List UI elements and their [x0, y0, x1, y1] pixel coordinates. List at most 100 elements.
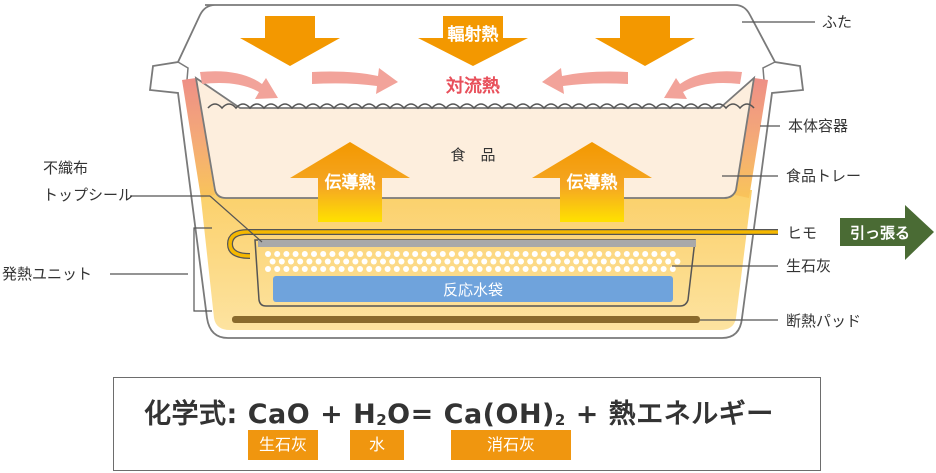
- top-seal-label: トップシール: [43, 186, 133, 204]
- quicklime-dot: [642, 251, 649, 257]
- quicklime-dot: [301, 266, 308, 272]
- quicklime-dot: [265, 251, 271, 257]
- quicklime-dot: [596, 251, 603, 257]
- quicklime-dot: [637, 258, 644, 265]
- quicklime-dot: [485, 266, 492, 272]
- quicklime-dot: [380, 258, 386, 265]
- quicklime-dot: [430, 251, 437, 257]
- quicklime-dot: [485, 251, 492, 257]
- quicklime-dot: [619, 258, 626, 265]
- quicklime-dot: [357, 266, 363, 272]
- quicklime-dot: [495, 251, 501, 257]
- quicklime-dot: [403, 266, 409, 272]
- radiant-arrow-3: [595, 16, 695, 66]
- quicklime-dot: [384, 251, 391, 257]
- quicklime-dot: [587, 251, 593, 257]
- quicklime-dot: [320, 266, 327, 272]
- quicklime-dot: [274, 251, 281, 257]
- quicklime-dot: [536, 258, 543, 265]
- convection-arrow-3: [542, 68, 628, 94]
- quicklime-dot: [531, 266, 538, 272]
- quicklime-dot: [646, 258, 653, 265]
- convection-arrow-1: [200, 71, 278, 99]
- quicklime-dot: [577, 251, 584, 257]
- quicklime-dot: [449, 251, 455, 257]
- quicklime-dot: [283, 251, 290, 257]
- quicklime-dot: [504, 266, 511, 272]
- quicklime-dot: [568, 251, 575, 257]
- quicklime-dot: [315, 258, 322, 265]
- quicklime-dot: [541, 251, 547, 257]
- quicklime-dot: [366, 251, 373, 257]
- quicklime-dot: [347, 266, 354, 272]
- quicklime-dot: [370, 258, 377, 265]
- food-surface-wave: [207, 103, 755, 110]
- quicklime-dot: [292, 251, 299, 257]
- quicklime-dot: [504, 251, 511, 257]
- quicklime-dot: [375, 266, 382, 272]
- quicklime-dot: [357, 251, 363, 257]
- convection-arrow-4: [664, 71, 742, 99]
- quicklime-dot: [499, 258, 506, 265]
- quicklime-dot: [403, 251, 409, 257]
- quicklime-dot: [582, 258, 589, 265]
- quicklime-dot: [361, 258, 368, 265]
- quicklime-dot: [320, 251, 327, 257]
- quicklime-dot: [462, 258, 469, 265]
- quicklime-dot: [573, 258, 580, 265]
- quicklime-dot: [329, 266, 336, 272]
- quicklime-dot: [669, 251, 676, 257]
- quicklime-dot: [311, 266, 317, 272]
- quicklime-dot: [416, 258, 423, 265]
- quicklime-dot: [550, 251, 557, 257]
- quicklime-dot: [393, 251, 400, 257]
- convection-arrows: [200, 68, 742, 99]
- pull-arrow[interactable]: [840, 205, 934, 260]
- quicklime-dot: [430, 266, 437, 272]
- quicklime-dot: [472, 258, 478, 265]
- quicklime-dot: [301, 251, 308, 257]
- quicklime-dot: [577, 266, 584, 272]
- pull-string[interactable]: [226, 229, 778, 259]
- body-wall-left: [182, 78, 215, 198]
- quicklime-dot: [623, 251, 630, 257]
- quicklime-dot: [614, 266, 621, 272]
- conduction-arrows: [290, 142, 652, 222]
- radiant-arrow-2: [418, 16, 528, 66]
- food-tray-label: 食品トレー: [786, 167, 861, 185]
- chip-quicklime: 生石灰: [248, 430, 318, 460]
- quicklime-dot: [393, 266, 400, 272]
- quicklime-dot: [674, 258, 681, 265]
- quicklime-dot: [278, 258, 285, 265]
- quicklime-dot: [421, 251, 428, 257]
- quicklime-dot: [458, 251, 465, 257]
- quicklime-dot: [476, 251, 483, 257]
- quicklime-dot: [476, 266, 483, 272]
- chip-slaked-lime: 消石灰: [451, 430, 571, 460]
- radiant-heat-label: 輻射熱: [448, 24, 499, 45]
- nonwoven-label: 不織布: [43, 159, 88, 177]
- quicklime-dot: [522, 251, 529, 257]
- quicklime-dot: [651, 251, 658, 257]
- quicklime-dot: [600, 258, 607, 265]
- quicklime-dot: [545, 258, 552, 265]
- quicklime-label: 生石灰: [786, 257, 831, 275]
- quicklime-dot: [274, 266, 281, 272]
- quicklime-dot: [527, 258, 534, 265]
- quicklime-dot: [439, 251, 446, 257]
- quicklime-dot: [338, 251, 345, 257]
- quicklime-dot: [660, 266, 667, 272]
- quicklime-dot: [283, 266, 290, 272]
- quicklime-dot: [421, 266, 428, 272]
- quicklime-dot: [288, 258, 294, 265]
- top-seal: [258, 240, 696, 247]
- quicklime-dot: [490, 258, 497, 265]
- quicklime-dot: [449, 266, 455, 272]
- heating-unit-label: 発熱ユニット: [2, 265, 92, 283]
- body-container-label: 本体容器: [788, 117, 848, 135]
- quicklime-dot: [324, 258, 331, 265]
- radiant-heat-arrows: [240, 16, 695, 66]
- quicklime-dot: [458, 266, 465, 272]
- quicklime-dot: [481, 258, 488, 265]
- formula-suffix: + 熱エネルギー: [565, 399, 774, 430]
